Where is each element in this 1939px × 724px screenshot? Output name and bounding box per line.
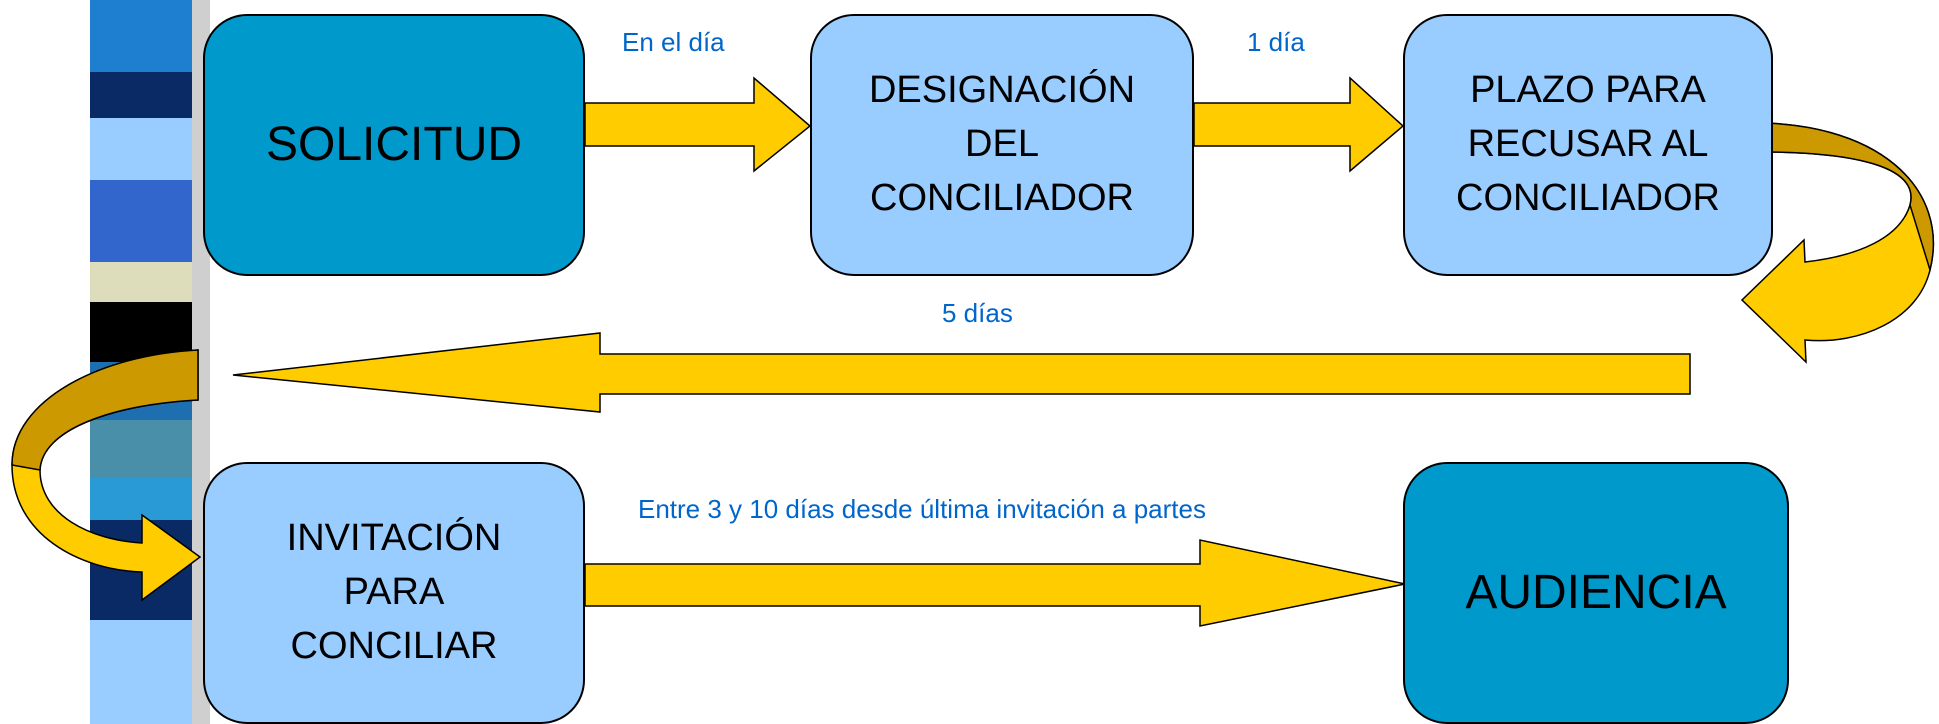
- node-audiencia: AUDIENCIA: [1403, 462, 1789, 724]
- edge-label-5-dias: 5 días: [942, 298, 1013, 328]
- node-designacion: DESIGNACIÓN DEL CONCILIADOR: [810, 14, 1194, 276]
- edge-label-entre-3-y-10-dias: Entre 3 y 10 días desde última invitació…: [638, 494, 1206, 524]
- node-invitacion: INVITACIÓN PARA CONCILIAR: [203, 462, 585, 724]
- arrow-invitacion-to-audiencia: [584, 539, 1406, 627]
- node-plazo: PLAZO PARA RECUSAR AL CONCILIADOR: [1403, 14, 1773, 276]
- arrow-solicitud-to-designacion: [584, 76, 812, 173]
- edge-label-1-dia: 1 día: [1247, 27, 1305, 57]
- edge-label-en-el-dia: En el día: [622, 27, 725, 57]
- arrow-long-left: [232, 332, 1691, 413]
- arrow-designacion-to-plazo: [1193, 76, 1405, 173]
- node-solicitud: SOLICITUD: [203, 14, 585, 276]
